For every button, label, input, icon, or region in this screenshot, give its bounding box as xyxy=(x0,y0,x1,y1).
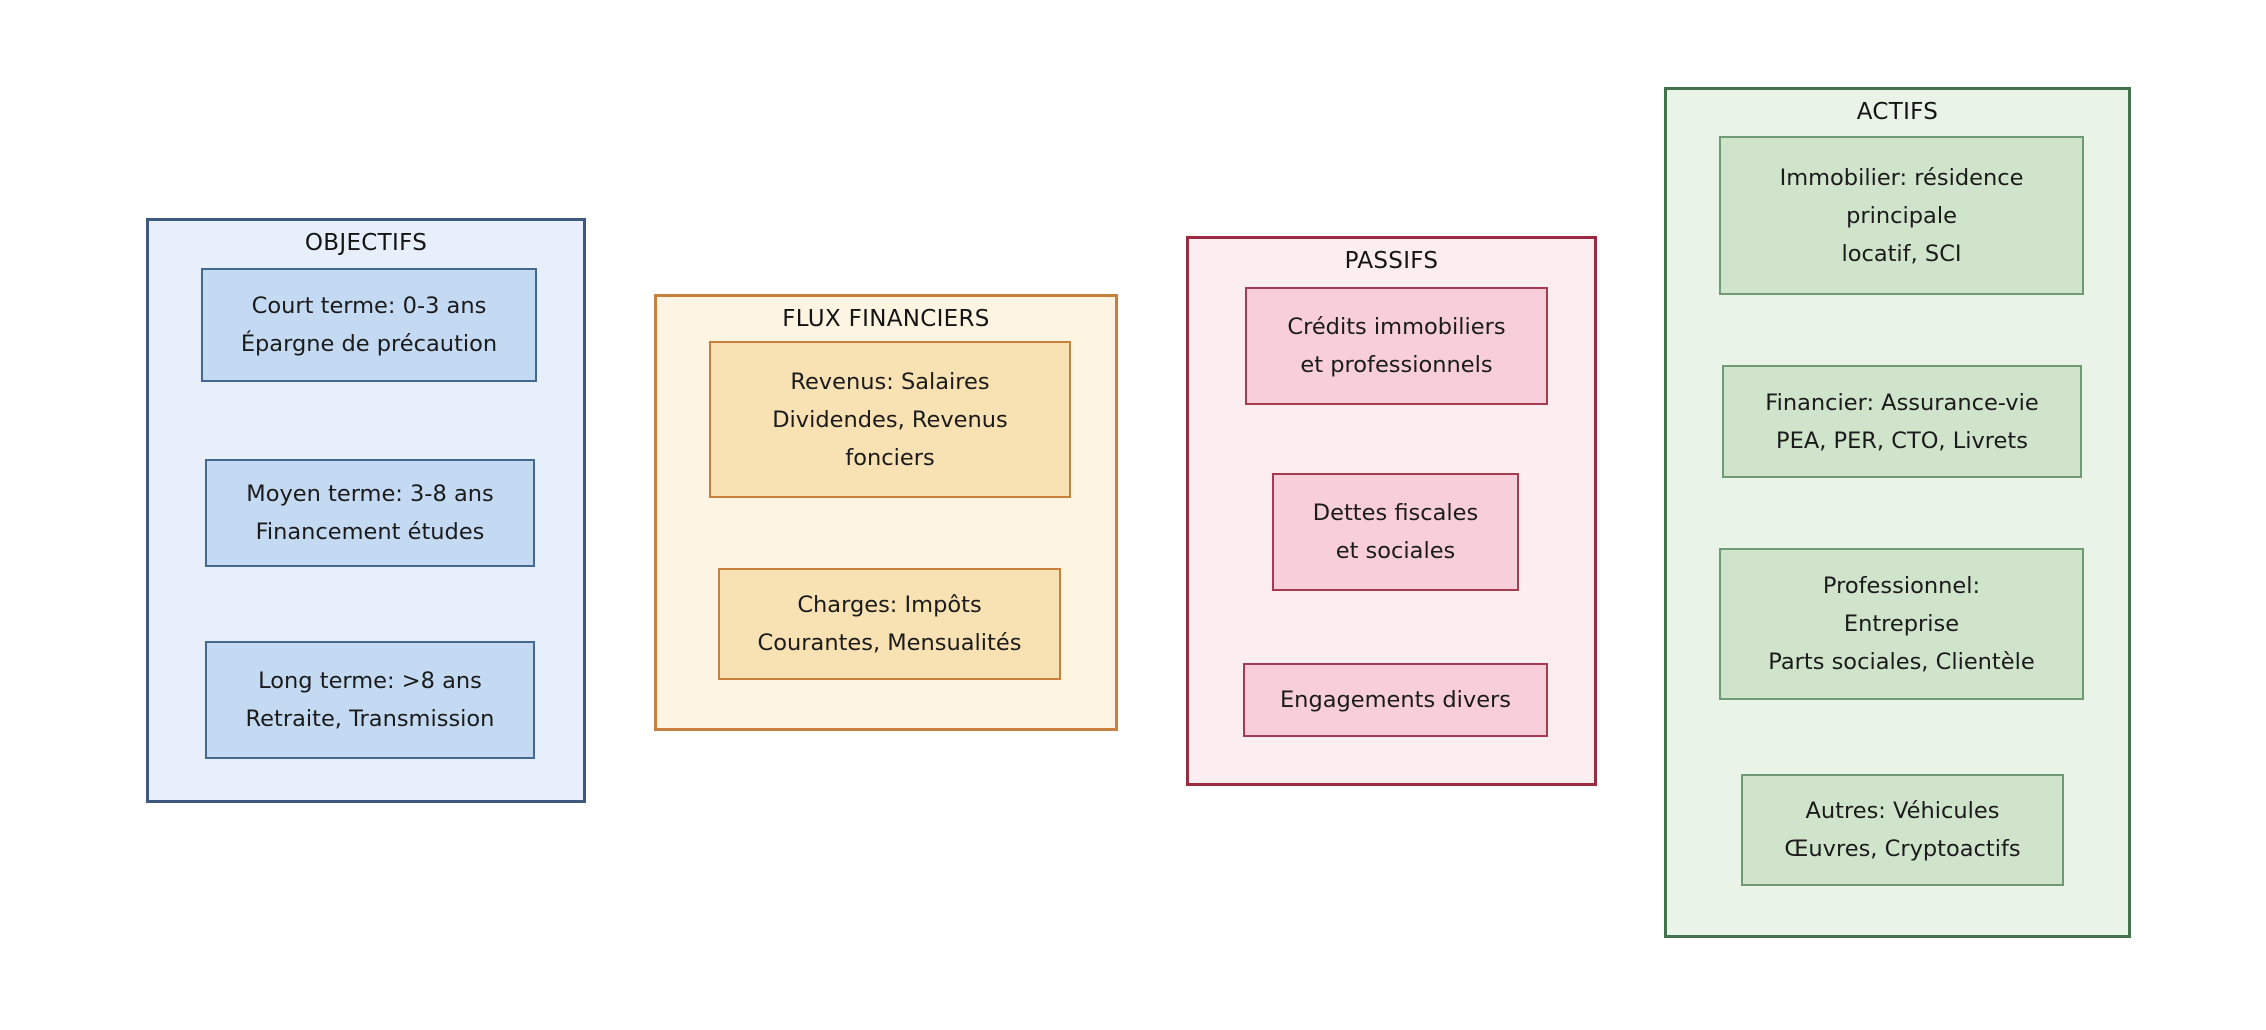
group-passifs: PASSIFS Crédits immobiliers et professio… xyxy=(1186,236,1597,786)
item-dettes-fiscales: Dettes fiscales et sociales xyxy=(1272,473,1519,591)
item-financier: Financier: Assurance-vie PEA, PER, CTO, … xyxy=(1722,365,2082,478)
item-moyen-terme: Moyen terme: 3-8 ans Financement études xyxy=(205,459,535,567)
item-engagements-divers: Engagements divers xyxy=(1243,663,1548,737)
group-objectifs: OBJECTIFS Court terme: 0-3 ans Épargne d… xyxy=(146,218,586,803)
item-long-terme: Long terme: >8 ans Retraite, Transmissio… xyxy=(205,641,535,759)
item-charges: Charges: Impôts Courantes, Mensualités xyxy=(718,568,1061,680)
group-objectifs-title: OBJECTIFS xyxy=(304,230,428,256)
group-passifs-title: PASSIFS xyxy=(1344,248,1439,274)
item-professionnel: Professionnel: Entreprise Parts sociales… xyxy=(1719,548,2084,700)
item-court-terme: Court terme: 0-3 ans Épargne de précauti… xyxy=(201,268,537,382)
item-immobilier: Immobilier: résidence principale locatif… xyxy=(1719,136,2084,295)
group-flux-financiers-title: FLUX FINANCIERS xyxy=(782,306,990,332)
group-flux-financiers: FLUX FINANCIERS Revenus: Salaires Divide… xyxy=(654,294,1118,731)
item-autres: Autres: Véhicules Œuvres, Cryptoactifs xyxy=(1741,774,2064,886)
item-credits-immobiliers: Crédits immobiliers et professionnels xyxy=(1245,287,1548,405)
group-actifs-title: ACTIFS xyxy=(1856,99,1939,125)
item-revenus: Revenus: Salaires Dividendes, Revenus fo… xyxy=(709,341,1071,498)
group-actifs: ACTIFS Immobilier: résidence principale … xyxy=(1664,87,2131,938)
